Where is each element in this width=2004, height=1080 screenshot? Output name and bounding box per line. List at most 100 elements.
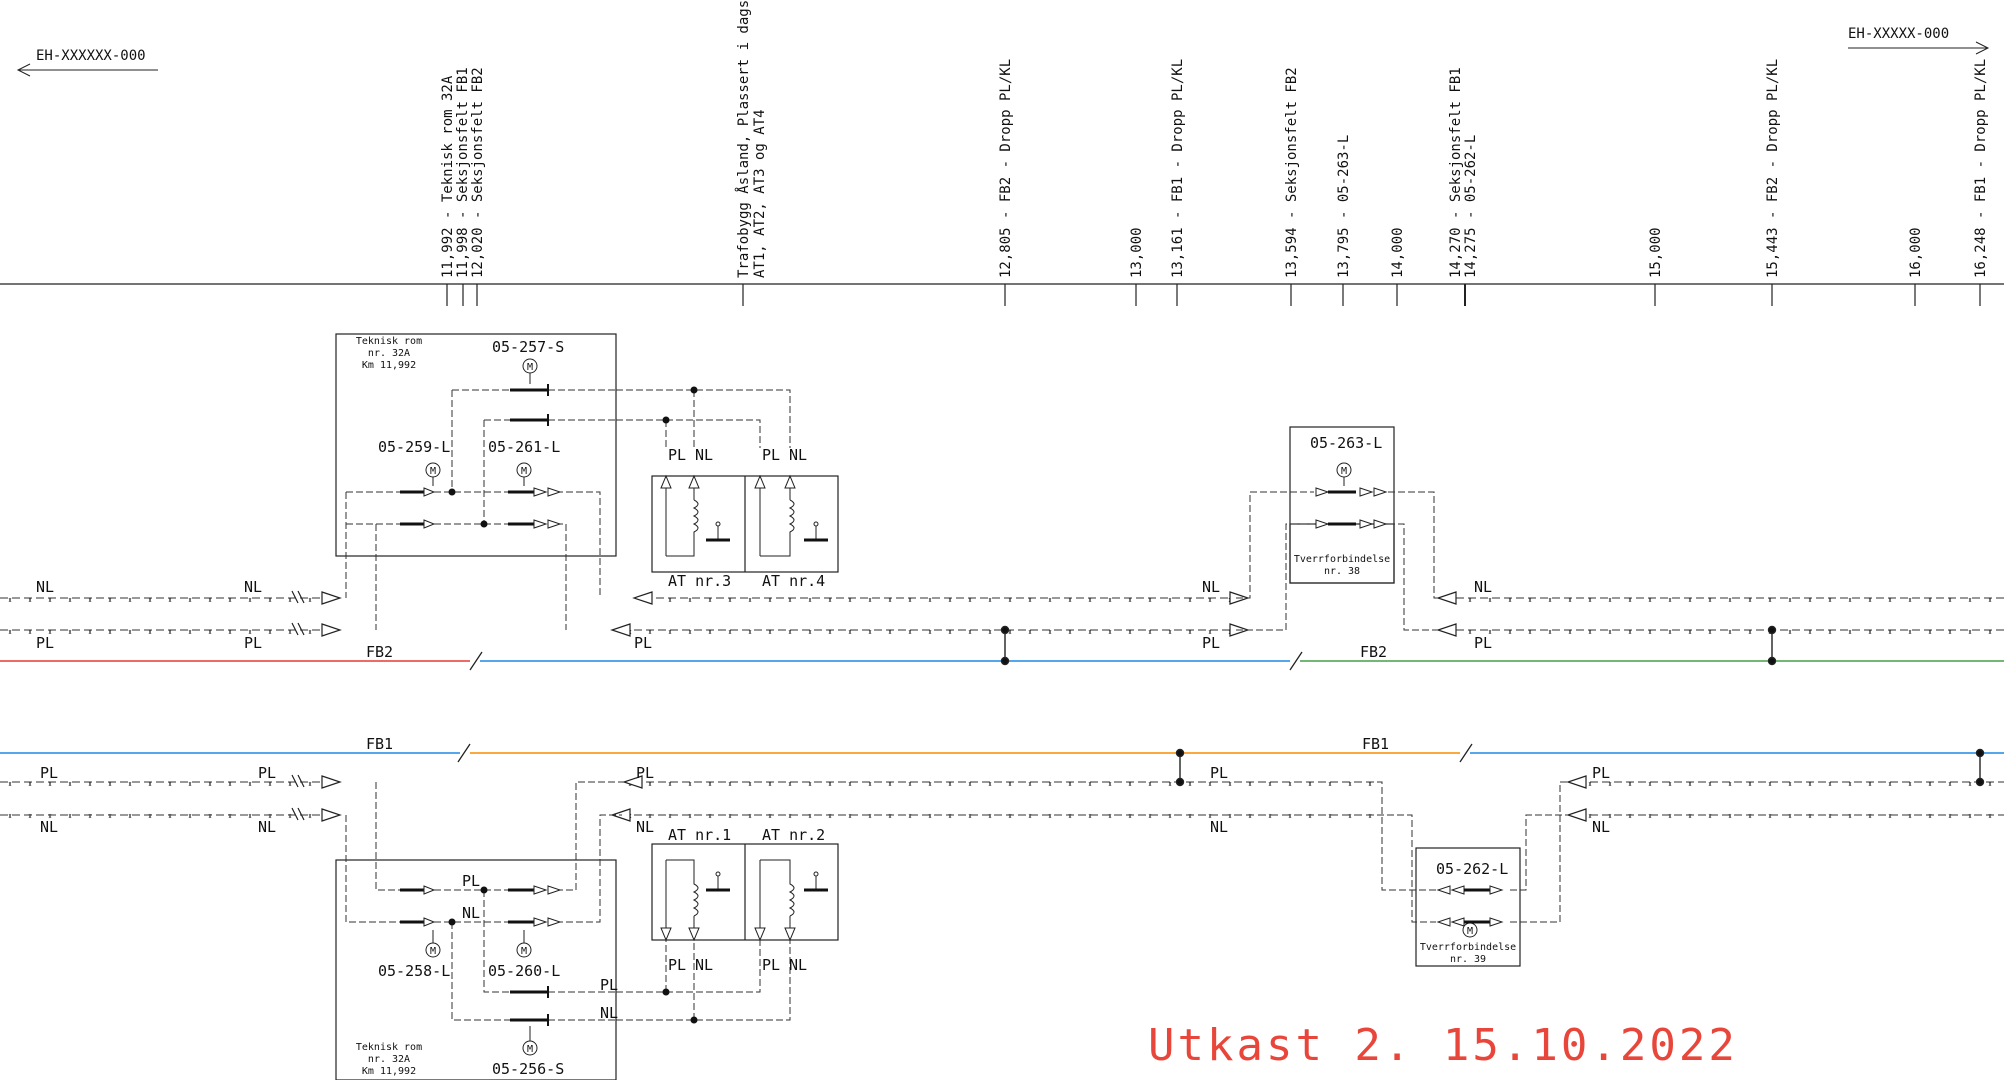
transformer-box-top: AT nr.3 AT nr.4 xyxy=(651,474,839,590)
motor-icon: M xyxy=(527,362,533,373)
feeder-cables xyxy=(0,594,2004,819)
switch-label: 05-258-L xyxy=(378,962,450,980)
nl-label: NL xyxy=(600,1004,618,1022)
switch-05-261-l[interactable]: 05-261-L M xyxy=(488,438,562,529)
nl-label: NL xyxy=(258,818,276,836)
pl-label: PL xyxy=(36,634,54,652)
transformer-label: AT nr.1 xyxy=(668,826,731,844)
motor-icon: M xyxy=(1341,466,1347,477)
room-label: Km 11,992 xyxy=(362,360,416,371)
transformer-at4[interactable]: AT nr.4 xyxy=(754,474,828,590)
direction-left-label: EH-XXXXXX-000 xyxy=(36,48,146,64)
switch-05-258-l[interactable]: 05-258-L M xyxy=(378,885,450,980)
crossing-38: Tverrforbindelse nr. 38 05-263-L M xyxy=(1236,426,1438,631)
motor-icon: M xyxy=(521,466,527,477)
nl-label: NL xyxy=(789,956,807,974)
switch-label: 05-261-L xyxy=(488,438,560,456)
pl-label: PL xyxy=(462,872,480,890)
km-label: 13,594 - Seksjonsfelt FB2 xyxy=(1284,67,1300,278)
km-label: 15,000 xyxy=(1648,227,1664,278)
switch-05-259-l[interactable]: 05-259-L M xyxy=(378,438,450,529)
transformer-wiring-bottom xyxy=(616,940,791,1021)
transformer-label: AT nr.2 xyxy=(762,826,825,844)
switch-05-260-l[interactable]: 05-260-L M xyxy=(488,885,562,980)
room-label: nr. 32A xyxy=(368,1054,410,1065)
km-label: 15,443 - FB2 - Dropp PL/KL xyxy=(1765,59,1781,278)
transformer-at3[interactable]: AT nr.3 xyxy=(660,474,731,590)
transformer-labels-top: PL NL PL NL xyxy=(668,446,807,464)
km-label: Trafobygg Åsland, Plassert i dagsone xyxy=(735,0,752,278)
motor-icon: M xyxy=(430,466,436,477)
drop-points xyxy=(1000,625,1985,787)
crossing-39: 05-262-L Tverrforbindelse nr. 39 M xyxy=(1377,781,1568,967)
km-label: 12,020 - Seksjonsfelt FB2 xyxy=(470,67,486,278)
nl-label: NL xyxy=(636,818,654,836)
nl-label: NL xyxy=(695,956,713,974)
switch-05-257-s[interactable]: 05-257-S M xyxy=(492,338,564,426)
pl-label: PL xyxy=(1202,634,1220,652)
switch-label: 05-263-L xyxy=(1310,434,1382,452)
transformer-box-bottom: AT nr.1 AT nr.2 xyxy=(651,826,839,942)
switch-label: 05-257-S xyxy=(492,338,564,356)
room-label: Teknisk rom xyxy=(356,336,422,347)
transformer-wiring-top xyxy=(616,389,791,448)
fb1-label: FB1 xyxy=(366,735,393,753)
crossing-label: Tverrforbindelse xyxy=(1294,554,1390,565)
pl-label: PL xyxy=(600,976,618,994)
room-label: Teknisk rom xyxy=(356,1042,422,1053)
km-label: 11,998 - Seksjonsfelt FB1 xyxy=(455,67,471,278)
km-label: 13,795 - 05-263-L xyxy=(1336,135,1352,278)
motor-icon: M xyxy=(527,1044,533,1055)
nl-label: NL xyxy=(36,578,54,596)
technical-room-top: Teknisk rom nr. 32A Km 11,992 05-257-S M… xyxy=(335,333,620,630)
km-label: 16,248 - FB1 - Dropp PL/KL xyxy=(1973,59,1989,278)
feeder-terminations xyxy=(291,590,1587,822)
pl-label: PL xyxy=(762,956,780,974)
direction-right: EH-XXXXX-000 xyxy=(1848,26,1990,55)
fb1-label: FB1 xyxy=(1362,735,1389,753)
km-label: 13,000 xyxy=(1129,227,1145,278)
switch-05-263-l[interactable]: 05-263-L M xyxy=(1310,434,1388,529)
pl-label: PL xyxy=(668,446,686,464)
km-label: 14,270 - Seksjonsfelt FB1 xyxy=(1448,67,1464,278)
km-label: 14,000 xyxy=(1390,227,1406,278)
nl-label: NL xyxy=(1210,818,1228,836)
km-label: 13,161 - FB1 - Dropp PL/KL xyxy=(1170,59,1186,278)
pl-label: PL xyxy=(634,634,652,652)
transformer-label: AT nr.4 xyxy=(762,572,825,590)
nl-label: NL xyxy=(789,446,807,464)
nl-label: NL xyxy=(40,818,58,836)
nl-label: NL xyxy=(1474,578,1492,596)
switch-label: 05-256-S xyxy=(492,1060,564,1078)
transformer-junctions-bottom xyxy=(662,988,698,1024)
pl-label: PL xyxy=(258,764,276,782)
km-label: 14,275 - 05-262-L xyxy=(1463,135,1479,278)
transformer-at1[interactable]: AT nr.1 xyxy=(660,826,731,942)
nl-label: NL xyxy=(695,446,713,464)
nl-label: NL xyxy=(244,578,262,596)
crossing-label: nr. 39 xyxy=(1450,954,1486,965)
crossing-label: Tverrforbindelse xyxy=(1420,942,1516,953)
km-label: AT1, AT2, AT3 og AT4 xyxy=(752,109,768,278)
crossing-label: nr. 38 xyxy=(1324,566,1360,577)
switch-label: 05-260-L xyxy=(488,962,560,980)
transformer-at2[interactable]: AT nr.2 xyxy=(754,826,828,942)
transformer-junctions-top xyxy=(662,386,698,424)
pl-label: PL xyxy=(636,764,654,782)
km-label: 12,805 - FB2 - Dropp PL/KL xyxy=(998,59,1014,278)
pl-label: PL xyxy=(668,956,686,974)
km-label: 16,000 xyxy=(1908,227,1924,278)
motor-icon: M xyxy=(430,946,436,957)
switch-05-262-l[interactable]: M xyxy=(1436,885,1504,938)
direction-left: EH-XXXXXX-000 xyxy=(16,48,158,77)
nl-label: NL xyxy=(462,904,480,922)
fb2-label: FB2 xyxy=(1360,643,1387,661)
feeder-labels: NL NL PL PL PL NL PL NL PL FB2 FB2 FB1 F… xyxy=(36,578,1610,836)
pl-label: PL xyxy=(244,634,262,652)
km-ticks xyxy=(446,284,1981,306)
switch-label: 05-262-L xyxy=(1436,860,1508,878)
pl-label: PL xyxy=(40,764,58,782)
switch-05-256-s[interactable]: 05-256-S M xyxy=(492,986,564,1078)
fb2-label: FB2 xyxy=(366,643,393,661)
